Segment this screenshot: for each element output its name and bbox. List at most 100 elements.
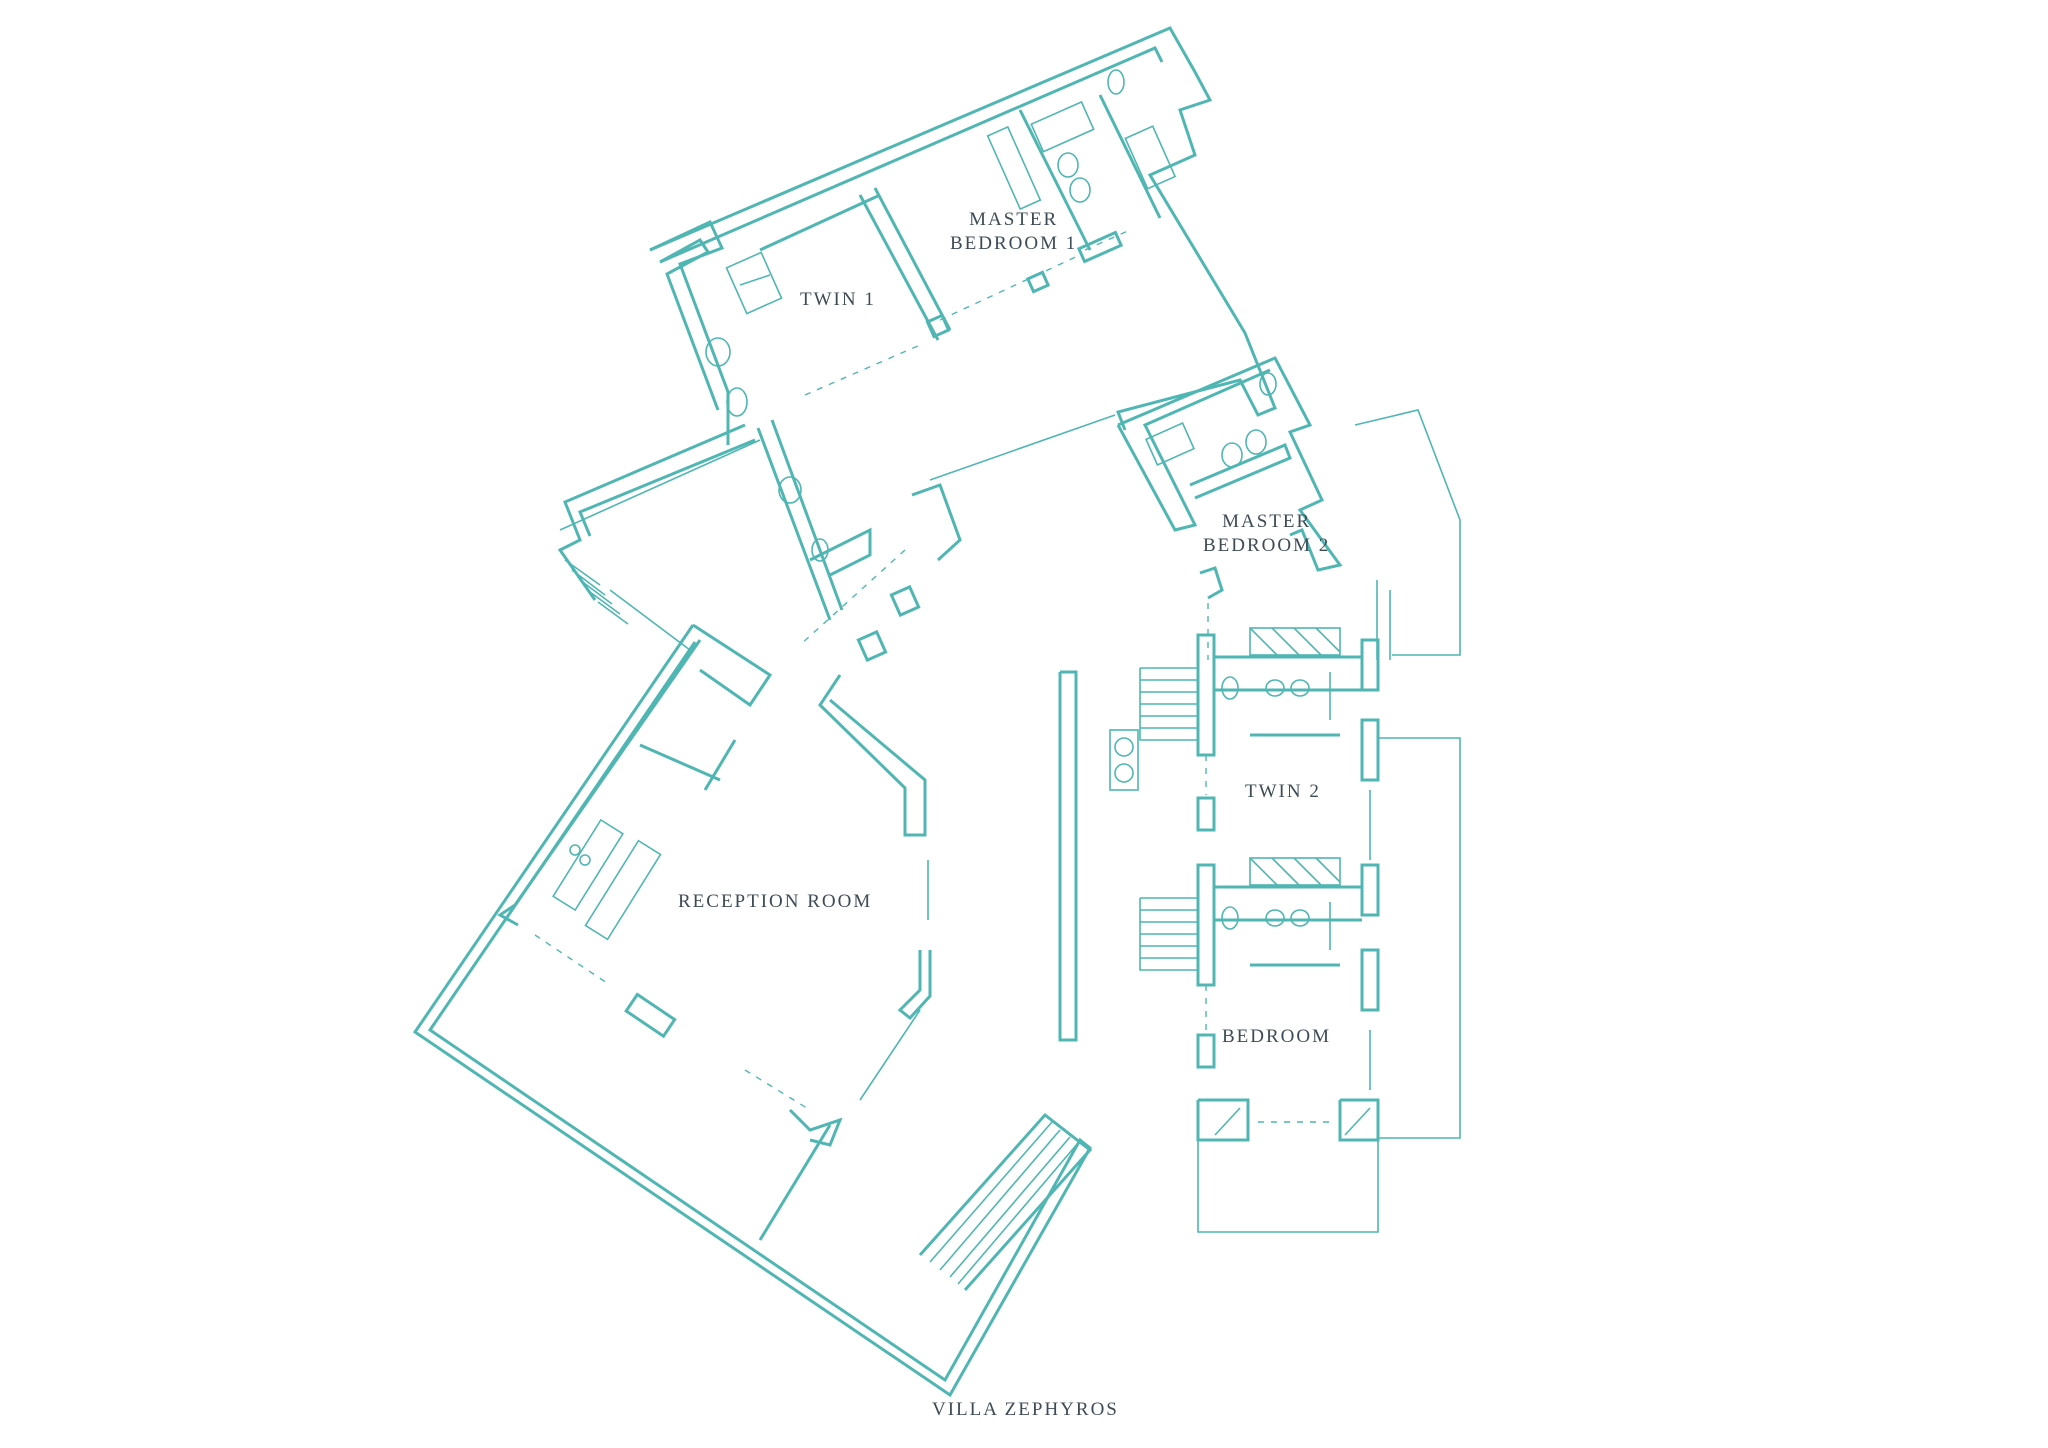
sink-icon <box>705 337 731 367</box>
wall-stub <box>856 629 888 663</box>
cabinet-icon <box>1214 1107 1241 1136</box>
kitchen-wall <box>703 739 737 791</box>
reception-west-wall-inner <box>497 639 702 927</box>
outdoor-seating-icon <box>1109 729 1139 791</box>
door-swing <box>804 344 921 396</box>
steps-icon <box>564 559 629 625</box>
corridor-partition <box>756 427 832 621</box>
wall-stub <box>1199 566 1224 600</box>
bedroom-east-stub <box>1360 863 1380 917</box>
steps-icon <box>1140 679 1198 729</box>
wall-stub <box>925 313 951 339</box>
bedroom-west-wall <box>1196 863 1216 987</box>
divider <box>759 193 881 252</box>
bathtub-icon <box>1144 422 1196 466</box>
north-wing-west-wall <box>649 220 730 445</box>
sink-icon <box>1265 679 1285 697</box>
glazing <box>859 1009 921 1101</box>
planter-icon <box>1114 737 1134 757</box>
room-label-master-bedroom-2: MASTER BEDROOM 2 <box>1203 510 1330 558</box>
door-swing <box>1084 229 1131 251</box>
reception-outer-wall <box>412 624 1092 1398</box>
sink-icon <box>1245 429 1267 455</box>
cabinet-icon <box>1344 1107 1371 1136</box>
sink-icon <box>1221 442 1243 468</box>
toilet-icon <box>726 387 748 417</box>
room-label-text: TWIN 2 <box>1245 781 1321 802</box>
bedroom-south-wall-west <box>1196 1098 1250 1142</box>
twin2-west-wall <box>1196 633 1216 757</box>
west-wing-outline <box>559 439 761 531</box>
terrace-outline <box>1378 737 1461 1139</box>
planter-icon <box>1114 763 1134 783</box>
reception-room <box>412 623 1093 1398</box>
room-label-text: MASTER <box>1222 511 1312 532</box>
steps-outline <box>609 589 691 651</box>
bath-wall <box>809 527 872 577</box>
stair-outline <box>918 1112 1093 1291</box>
toilet-icon <box>1221 676 1239 700</box>
wall-stub <box>1025 270 1051 294</box>
corridor-partition-inner <box>770 419 844 611</box>
door-swing <box>744 1069 811 1111</box>
twin2-east-stub <box>1360 638 1380 692</box>
corridor-door-frame <box>911 483 962 562</box>
reception-north-wall <box>692 623 773 708</box>
wall-stub <box>889 584 921 618</box>
room-label-text: BEDROOM 2 <box>1203 535 1331 556</box>
kitchen-counter-icon <box>552 818 624 912</box>
shower-head-icon <box>811 538 829 562</box>
table-icon <box>624 992 677 1039</box>
bathtub-icon <box>1030 100 1095 153</box>
sink-icon <box>1057 152 1079 178</box>
reception-south-stub <box>788 1108 843 1147</box>
sink-icon <box>1290 679 1310 697</box>
hob-icon <box>569 844 581 856</box>
sink-icon <box>778 476 802 504</box>
steps-icon <box>1140 909 1198 959</box>
reception-southeast-wall <box>897 950 932 1021</box>
wall-stub <box>1196 1033 1216 1069</box>
door-swing <box>534 934 611 986</box>
corridor-west-wall <box>557 423 746 601</box>
room-label-text: TWIN 1 <box>800 289 876 310</box>
terrace-edge <box>929 414 1116 481</box>
kitchen-island-icon <box>584 839 662 941</box>
sink-icon <box>1290 909 1310 927</box>
room-label-bedroom: BEDROOM <box>1222 1025 1331 1049</box>
toilet-icon <box>1259 372 1277 396</box>
east-wing <box>1109 356 1461 1233</box>
north-wing-outer-wall <box>649 26 1277 431</box>
stairs-icon <box>929 1121 1079 1285</box>
room-label-reception-room: RECEPTION ROOM <box>678 890 872 914</box>
wall-stub <box>1196 796 1216 832</box>
room-label-twin-2: TWIN 2 <box>1245 780 1321 804</box>
door-swing <box>939 254 1081 321</box>
room-label-master-bedroom-1: MASTER BEDROOM 1 <box>950 208 1077 256</box>
hob-icon <box>579 854 591 866</box>
reception-east-wall <box>818 674 927 837</box>
stair-wall <box>1058 670 1078 1042</box>
door-swing <box>799 549 906 646</box>
sink-icon <box>1069 177 1091 203</box>
room-label-text: MASTER <box>969 209 1059 230</box>
master1-bath-partition <box>1018 109 1092 251</box>
sink-icon <box>1265 909 1285 927</box>
room-label-twin-1: TWIN 1 <box>800 288 876 312</box>
corridor-west-wall-inner <box>578 438 756 537</box>
master2-outer-wall <box>1117 356 1343 572</box>
bath-partition <box>1098 94 1162 219</box>
room-label-text: BEDROOM <box>1222 1026 1332 1047</box>
bedroom-east-wall <box>1360 948 1380 1012</box>
master2-bath-wall <box>1189 443 1292 500</box>
room-label-text: BEDROOM 1 <box>950 233 1078 254</box>
north-wing <box>649 26 1277 445</box>
corridor <box>557 414 1116 663</box>
kitchen-partition <box>639 743 721 782</box>
room-label-text: RECEPTION ROOM <box>678 891 873 912</box>
toilet-icon <box>1221 906 1239 930</box>
shower-grid-icon <box>739 274 771 286</box>
terrace-outline <box>1354 409 1461 656</box>
shower-icon <box>1124 125 1177 190</box>
